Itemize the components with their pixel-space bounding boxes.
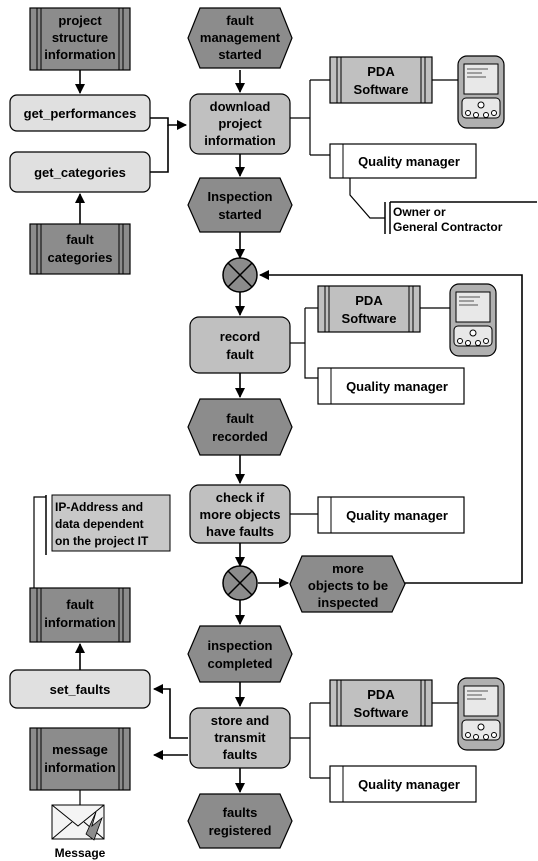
process-label: get_categories [34,165,126,180]
connections [33,70,523,805]
role-quality-manager-1: Quality manager [329,143,477,179]
event-fault-recorded: fault recorded [187,398,293,456]
function-check-more-objects: check if more objects have faults [189,484,291,544]
event-label: recorded [212,429,268,444]
function-label: project [218,116,262,131]
org-unit-label: Owner or [393,205,446,219]
pda-device-icon [449,283,497,357]
process-get-categories: get_categories [9,151,151,193]
function-store-and-transmit-faults: store and transmit faults [189,707,291,769]
system-pda-software-2: PDA Software [317,285,421,333]
event-label: started [218,47,261,62]
event-faults-registered: faults registered [187,793,293,849]
data-object-fault-information: fault information [29,587,131,643]
function-label: fault [226,347,254,362]
data-object-label: categories [47,250,112,265]
event-inspection-completed: inspection completed [187,625,293,683]
xor-connector-icon [222,565,258,601]
system-label: Software [354,82,409,97]
data-object-label: fault [66,232,94,247]
event-label: inspection [207,638,272,653]
system-pda-software-3: PDA Software [329,679,433,727]
data-object-message-information: message information [29,727,131,791]
system-label: PDA [355,293,383,308]
event-label: fault [226,411,254,426]
function-download-project-information: download project information [189,93,291,155]
system-label: Software [342,311,397,326]
process-get-performances: get_performances [9,94,151,132]
message-envelope-icon [51,804,105,841]
org-unit-label: General Contractor [393,220,503,234]
function-label: have faults [206,524,274,539]
process-label: set_faults [50,682,111,697]
role-quality-manager-4: Quality manager [329,765,477,803]
role-quality-manager-3: Quality manager [317,496,465,534]
xor-connector-icon [222,257,258,293]
event-label: objects to be [308,578,388,593]
event-inspection-started: Inspection started [187,177,293,233]
function-label: information [204,133,276,148]
pda-device-icon [457,55,505,129]
event-label: management [200,30,281,45]
event-label: registered [209,823,272,838]
function-label: transmit [214,730,266,745]
function-record-fault: record fault [189,316,291,374]
role-label: Quality manager [346,508,448,523]
data-object-label: information [44,615,116,630]
event-label: more [332,561,364,576]
data-object-label: message [52,742,108,757]
data-object-label: fault [66,597,94,612]
function-label: record [220,329,261,344]
org-unit-owner-or-general-contractor: Owner or General Contractor [384,201,537,234]
message-label: Message [55,846,106,860]
event-label: fault [226,13,254,28]
event-label: inspected [318,595,379,610]
annotation-label: on the project IT [55,534,149,548]
function-label: download [210,99,271,114]
role-label: Quality manager [346,379,448,394]
system-pda-software-1: PDA Software [329,56,433,104]
pda-device-icon [457,677,505,751]
data-object-fault-categories: fault categories [29,223,131,275]
event-label: completed [207,656,272,671]
role-label: Quality manager [358,154,460,169]
system-label: PDA [367,64,395,79]
data-object-project-structure: project structure information [29,7,131,71]
event-label: started [218,207,261,222]
function-label: store and [211,713,270,728]
data-object-label: information [44,47,116,62]
annotation-label: data dependent [55,517,144,531]
data-object-label: information [44,760,116,775]
event-fault-management-started: fault management started [187,7,293,69]
system-label: Software [354,705,409,720]
role-quality-manager-2: Quality manager [317,367,465,405]
function-label: more objects [200,507,281,522]
event-label: faults [223,805,258,820]
data-object-label: structure [52,30,108,45]
data-object-label: project [58,13,102,28]
annotation-ip-address: IP-Address and data dependent on the pro… [45,494,171,555]
event-label: Inspection [207,189,272,204]
event-more-objects-to-be-inspected: more objects to be inspected [289,555,406,613]
role-label: Quality manager [358,777,460,792]
function-label: faults [223,747,258,762]
process-label: get_performances [24,106,137,121]
function-label: check if [216,490,265,505]
system-label: PDA [367,687,395,702]
process-set-faults: set_faults [9,669,151,709]
annotation-label: IP-Address and [55,500,143,514]
